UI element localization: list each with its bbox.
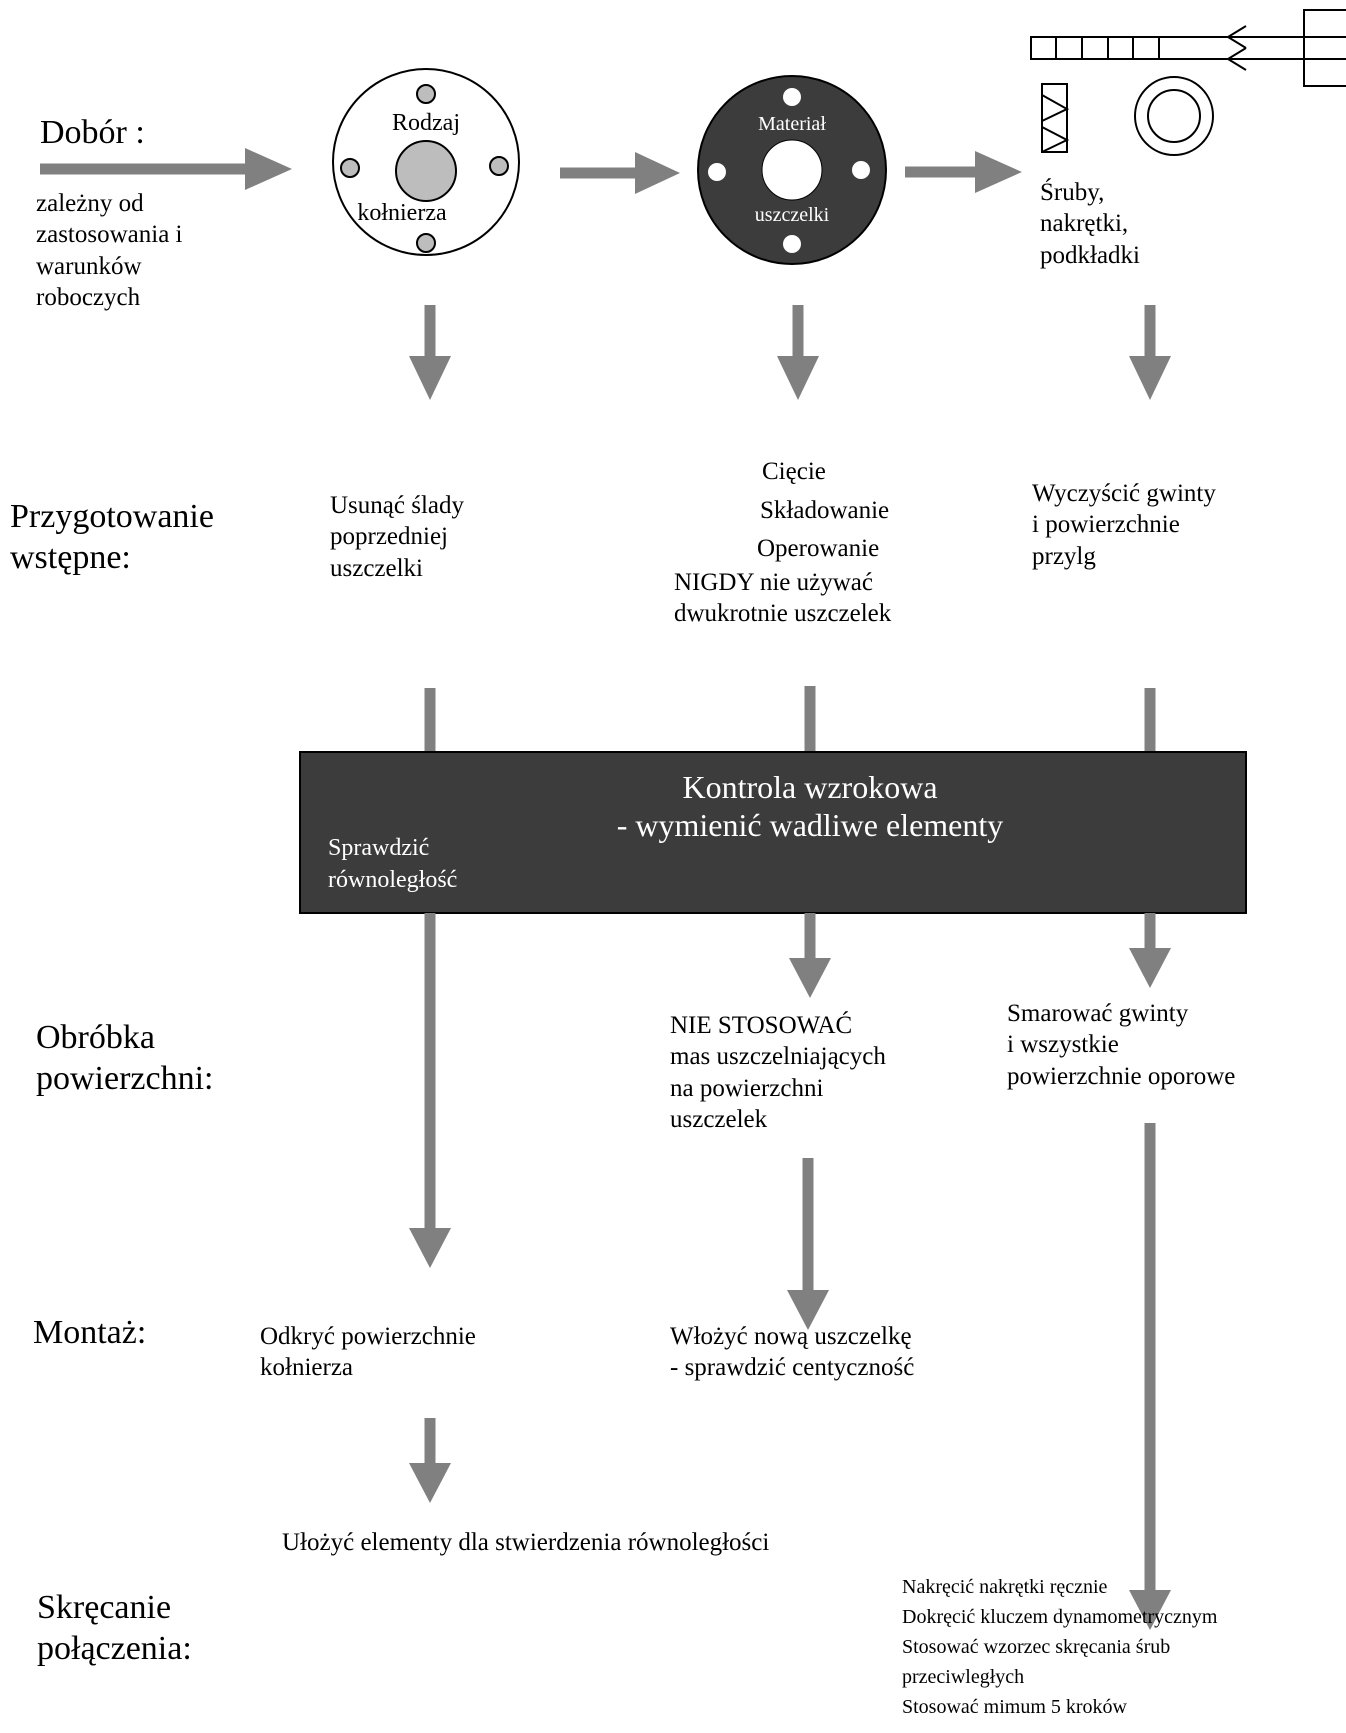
stage-selection-label: Dobór : — [40, 114, 145, 151]
flange-label-bottom: kołnierza — [357, 200, 447, 226]
gasket-preparation-line2: Składowanie — [760, 497, 890, 524]
bolts-arrow-down-1 — [1129, 305, 1171, 400]
flange-arrow-down-3 — [409, 1418, 451, 1503]
selection-note: zależny od zastosowania i warunków roboc… — [36, 190, 183, 311]
gasket-disc-icon — [697, 75, 887, 265]
inspection-box — [299, 751, 1247, 914]
gasket-arrow-down-1 — [777, 305, 819, 400]
flange-disc-icon — [332, 68, 520, 256]
bolt-nut-washer-icon — [1030, 9, 1346, 156]
gasket-assembly-text: Włożyć nową uszczelkę - sprawdzić centyc… — [670, 1323, 915, 1382]
selection-arrow-3 — [905, 151, 1022, 193]
gasket-preparation-line4: NIGDY nie używać dwukrotnie uszczelek — [674, 569, 892, 628]
gasket-surface-text: NIE STOSOWAĆ mas uszczelniających na pow… — [670, 1012, 886, 1133]
align-elements-text: Ułożyć elementy dla stwierdzenia równole… — [282, 1529, 770, 1556]
selection-arrow-2 — [560, 152, 680, 194]
bolts-label: Śruby, nakrętki, podkładki — [1040, 179, 1140, 269]
stage-preparation-label: Przygotowanie wstępne: — [10, 498, 214, 577]
bolts-surface-text: Smarować gwinty i wszystkie powierzchnie… — [1007, 1000, 1236, 1090]
selection-arrow-1 — [40, 148, 292, 190]
gasket-arrow-down-2 — [789, 913, 831, 998]
inspection-side-note: Sprawdzić równoległość — [328, 835, 458, 894]
gasket-label-bottom: uszczelki — [754, 204, 830, 226]
inspection-title: Kontrola wzrokowa - wymienić wadliwe ele… — [616, 769, 1004, 844]
gasket-preparation-line1: Cięcie — [762, 458, 826, 485]
flange-label-top: Rodzaj — [392, 110, 460, 136]
gasket-arrow-down-3 — [787, 1158, 829, 1330]
flange-preparation-text: Usunąć ślady poprzedniej uszczelki — [330, 492, 464, 582]
bolts-preparation-text: Wyczyścić gwinty i powierzchnie przylg — [1032, 480, 1216, 570]
stage-tightening-label: Skręcanie połączenia: — [37, 1589, 192, 1668]
stage-surface-label: Obróbka powierzchni: — [36, 1019, 214, 1098]
bolts-arrow-down-2 — [1129, 913, 1171, 988]
flange-arrow-down-2 — [409, 913, 451, 1268]
tightening-steps: Nakręcić nakrętki ręcznie Dokręcić klucz… — [902, 1576, 1218, 1718]
stage-assembly-label: Montaż: — [33, 1314, 147, 1351]
flange-arrow-down-1 — [409, 305, 451, 400]
flange-assembly-text: Odkryć powierzchnie kołnierza — [260, 1323, 476, 1382]
bolts-arrow-down-3 — [1129, 1123, 1171, 1630]
gasket-preparation-line3: Operowanie — [757, 535, 880, 562]
gasket-label-top: Materiał — [758, 113, 826, 135]
